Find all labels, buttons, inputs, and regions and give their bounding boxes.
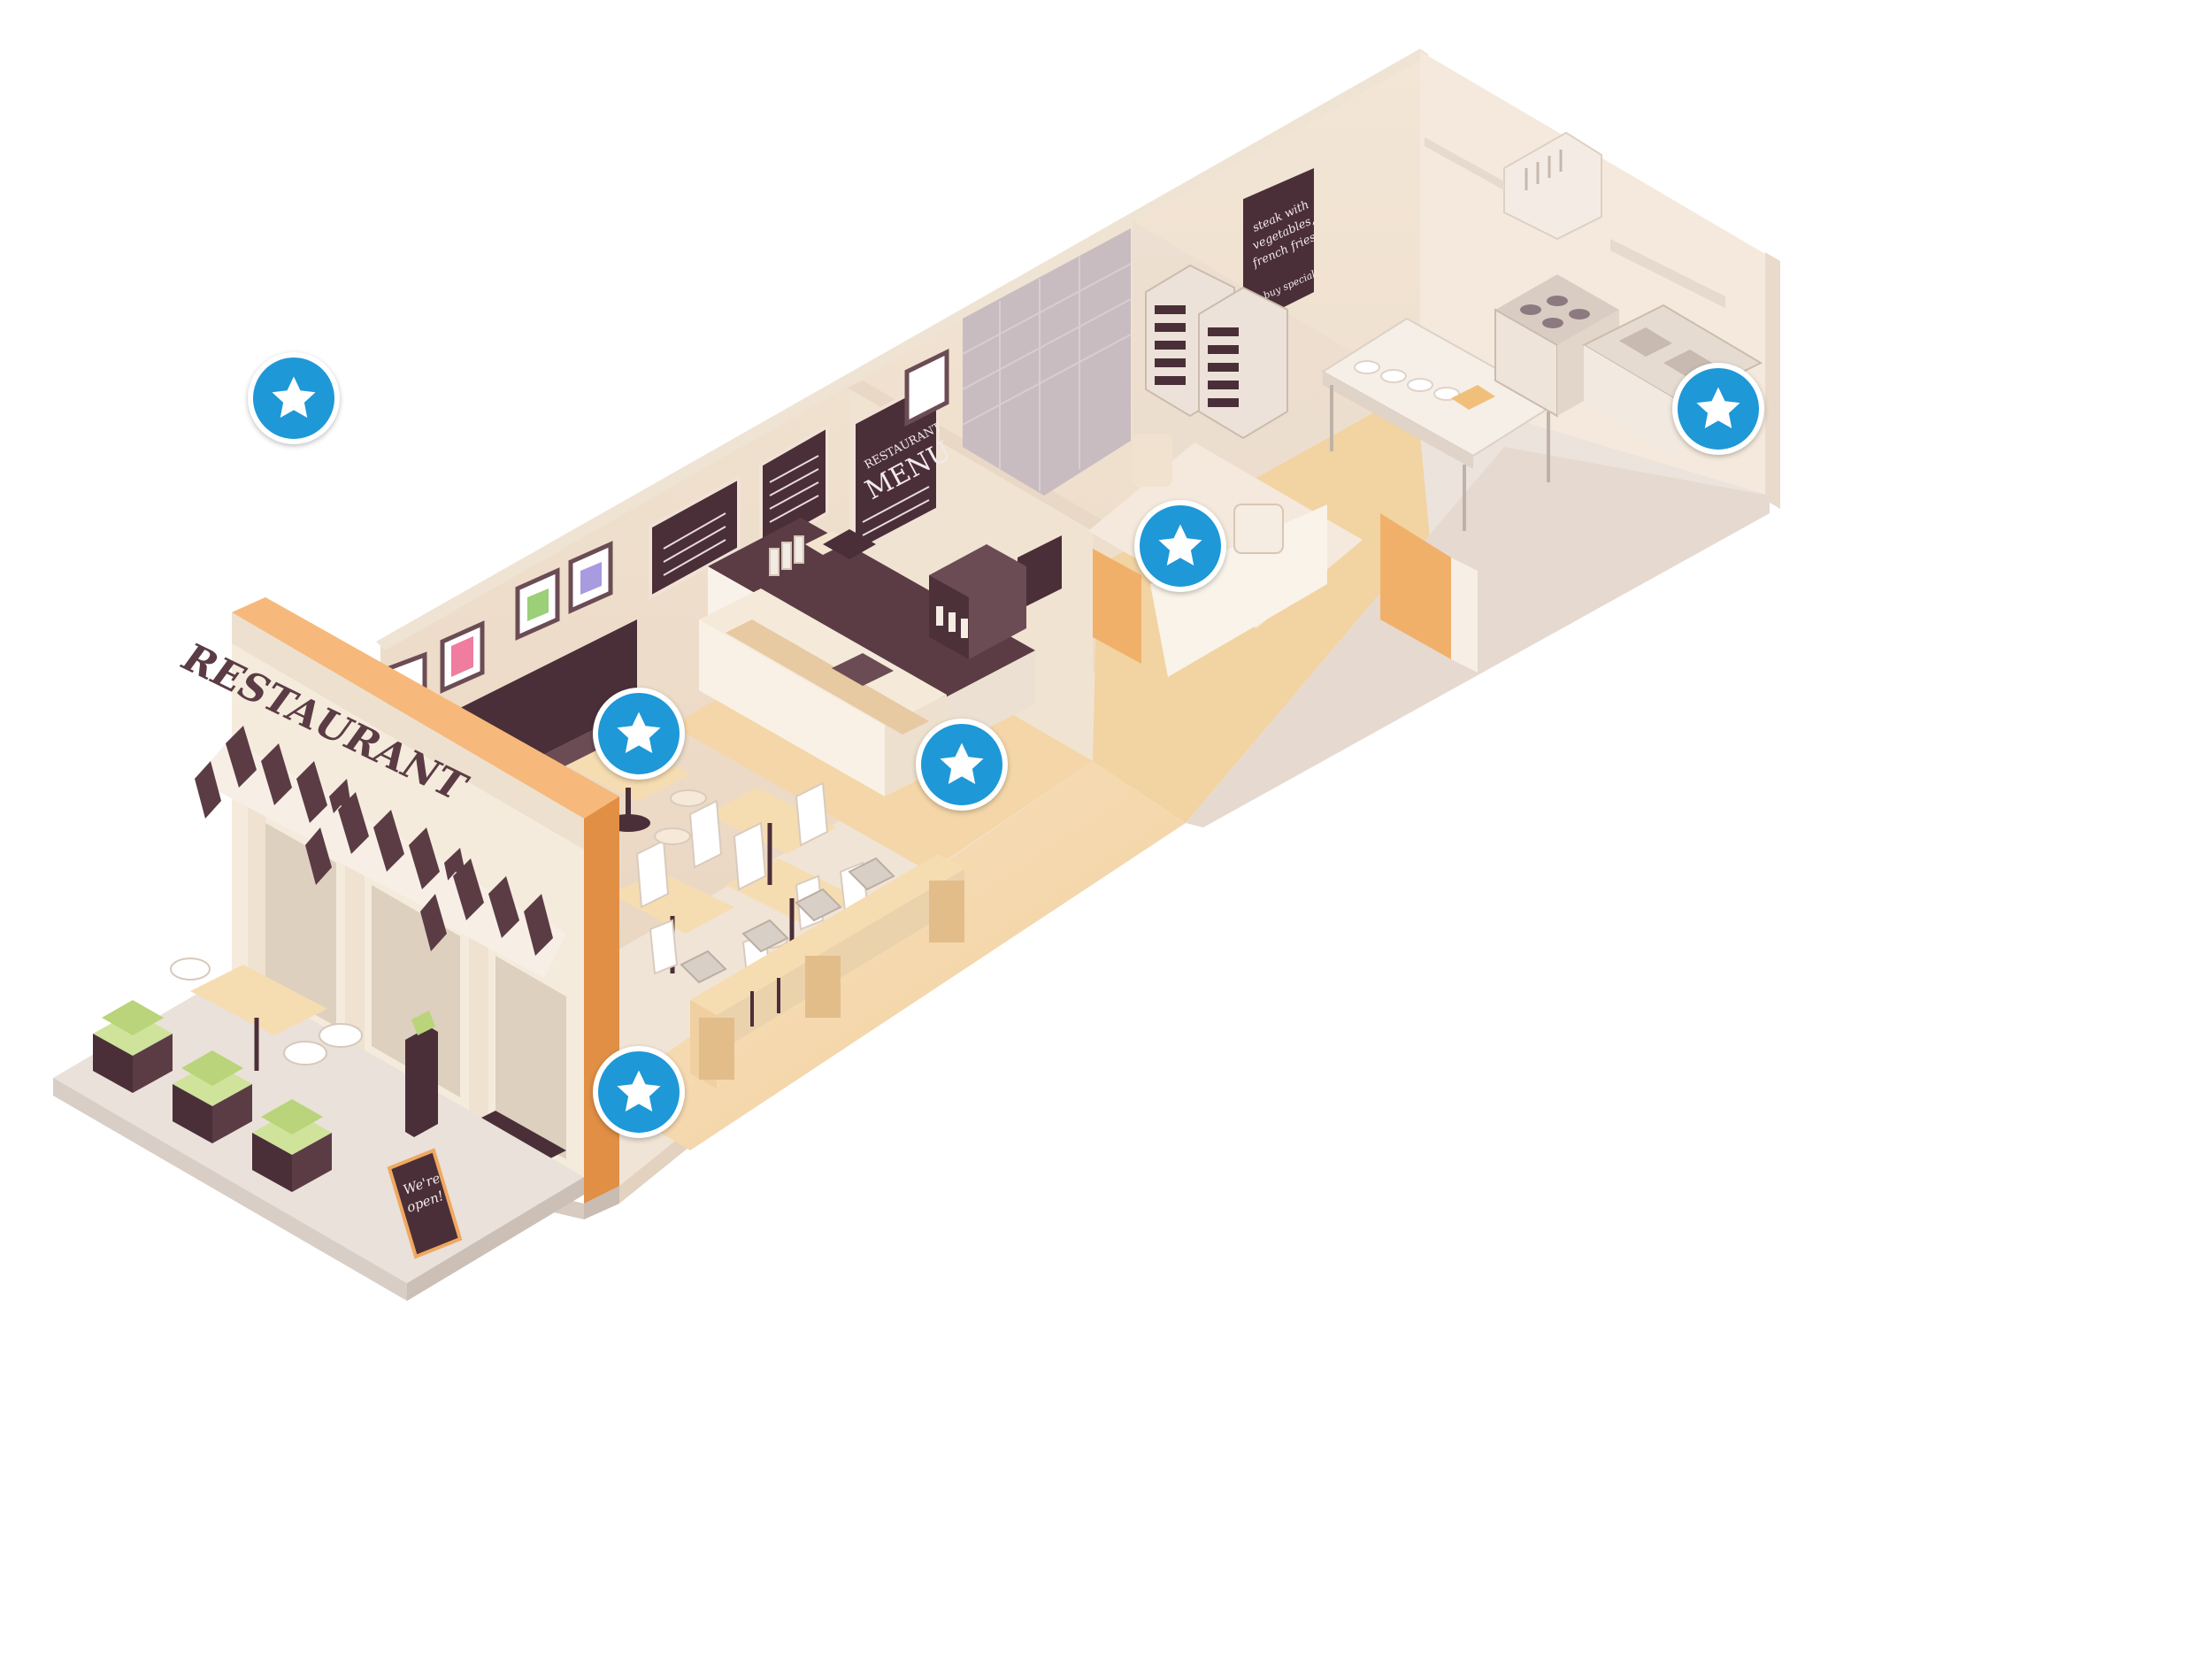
terrace: We're open!	[53, 958, 584, 1301]
star-icon	[1158, 524, 1202, 565]
star-icon	[272, 376, 316, 418]
awnings	[195, 726, 566, 978]
restroom-fixtures	[1088, 434, 1478, 677]
hotspot-dining-booth[interactable]	[593, 688, 685, 780]
hotspot-kitchen[interactable]	[1672, 363, 1764, 455]
hotspot-counter[interactable]	[916, 719, 1008, 811]
storefront: RESTAURANT	[172, 597, 619, 1204]
star-icon	[617, 1070, 661, 1112]
tiled-wall	[962, 228, 1132, 496]
hotspot-entrance[interactable]	[593, 1046, 685, 1138]
hotspot-outside[interactable]	[248, 352, 340, 444]
hotspot-restroom[interactable]	[1134, 500, 1226, 592]
communal-table	[680, 854, 964, 1089]
star-icon	[617, 712, 661, 753]
counter	[699, 518, 1035, 796]
kitchen: steak with vegetables, french fries buy …	[1145, 131, 1763, 531]
star-icon	[940, 742, 984, 784]
star-icon	[1696, 387, 1740, 428]
